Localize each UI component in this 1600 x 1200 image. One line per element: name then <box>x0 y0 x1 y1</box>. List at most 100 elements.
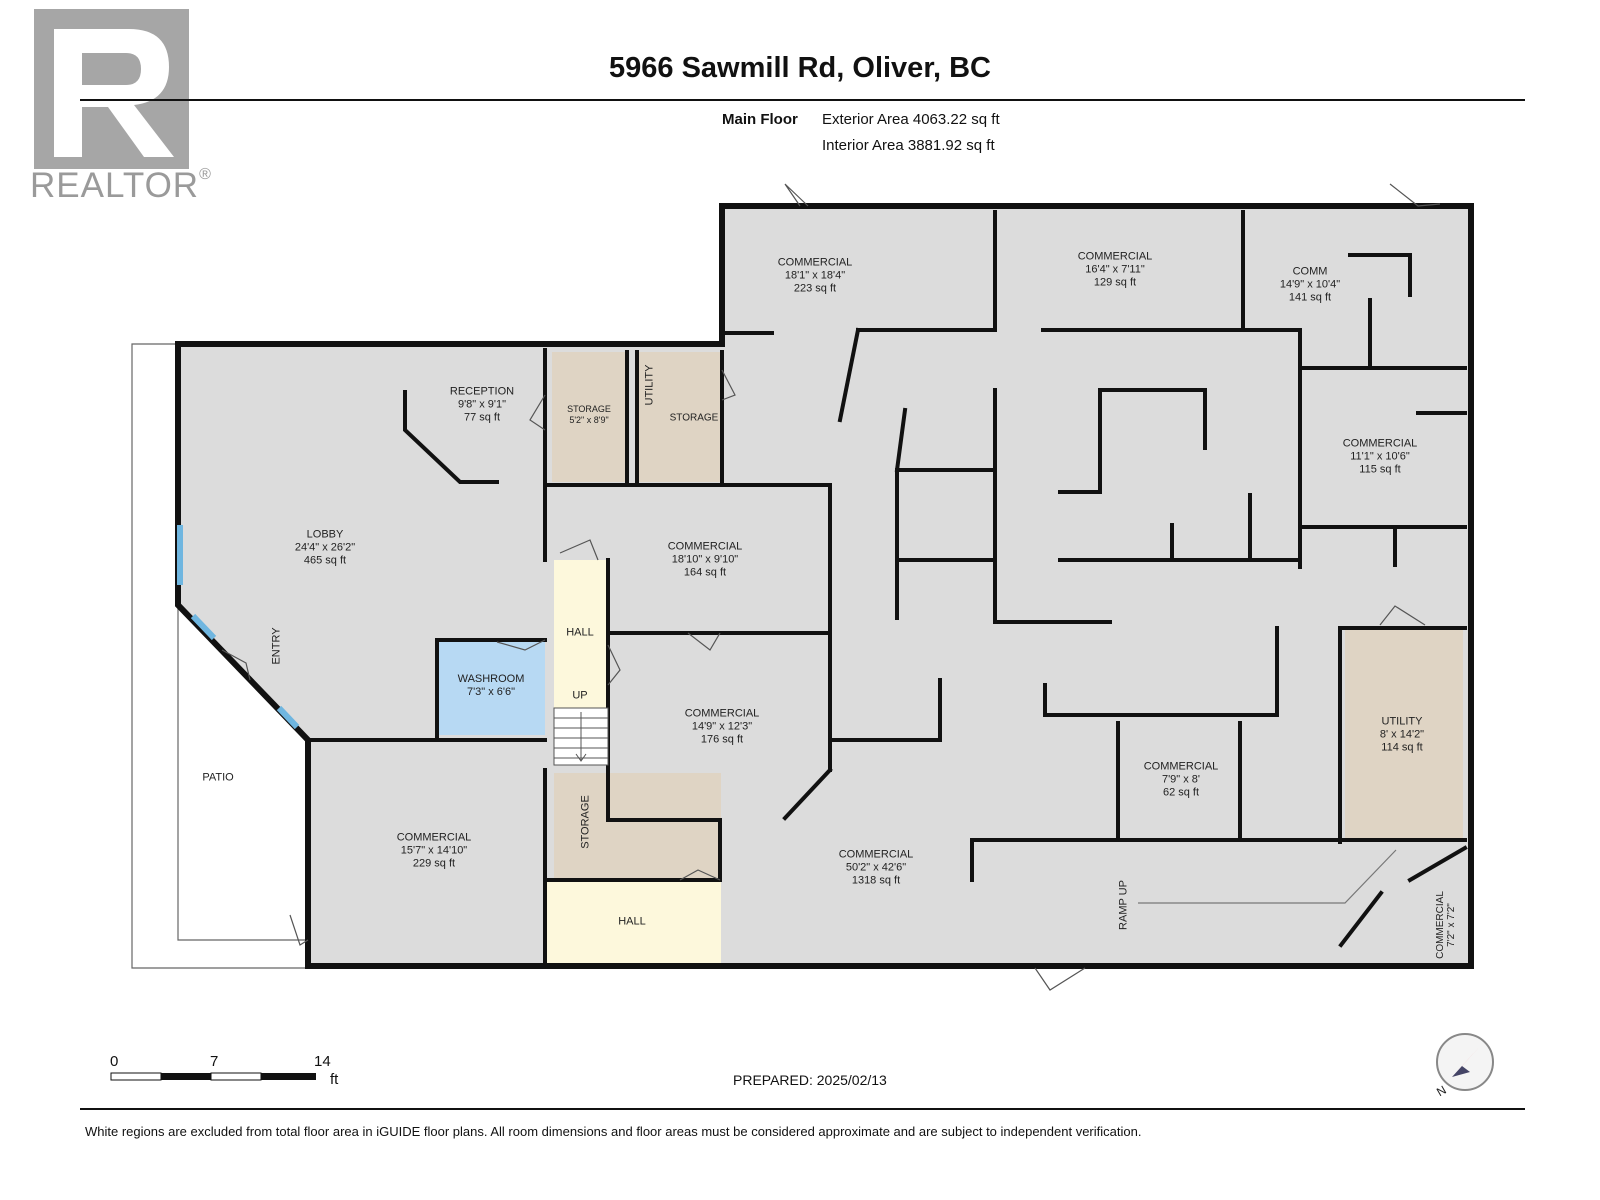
room-name: WASHROOM <box>457 673 525 685</box>
room-name: PATIO <box>202 771 234 784</box>
page-title: 5966 Sawmill Rd, Oliver, BC <box>609 52 991 84</box>
room-dims: 7'3" x 6'6" <box>466 686 516 698</box>
room-area: 229 sq ft <box>412 857 456 870</box>
scale-tick-7: 7 <box>210 1053 219 1070</box>
room-name: ENTRY <box>270 627 283 665</box>
room-label: RAMP UP <box>1118 880 1131 930</box>
room-name: COMMERCIAL <box>1342 437 1418 450</box>
room-dims: 50'2" x 42'6" <box>845 861 907 874</box>
scale-unit: ft <box>330 1071 339 1088</box>
registered-mark: ® <box>199 166 212 183</box>
room-label: HALL <box>566 627 594 640</box>
utility-room <box>1345 630 1463 840</box>
room-name: COMMERCIAL <box>684 707 760 720</box>
stairs-icon <box>553 707 609 766</box>
room-dims: 14'9" x 10'4" <box>1279 278 1341 291</box>
room-area: 115 sq ft <box>1359 463 1401 476</box>
room-name: STORAGE <box>669 412 719 424</box>
room-dims: 9'8" x 9'1" <box>457 398 507 411</box>
room-name: LOBBY <box>306 528 344 541</box>
scale-tick-14: 14 <box>314 1053 331 1070</box>
room-name: UTILITY <box>643 364 656 406</box>
room-label: PATIO <box>202 772 233 785</box>
storage-room-2 <box>554 773 721 878</box>
room-area: 141 sq ft <box>1288 291 1332 304</box>
realtor-wordmark: REALTOR® <box>30 166 212 206</box>
room-name: HALL <box>618 915 646 928</box>
brand-name: REALTOR <box>30 166 200 205</box>
room-name: UP <box>572 689 588 702</box>
exterior-area: Exterior Area 4063.22 sq ft <box>822 111 1000 128</box>
windows <box>177 525 300 730</box>
scale-tick-0: 0 <box>110 1053 119 1070</box>
room-dims: 16'4" x 7'11" <box>1085 263 1145 276</box>
interior-walls <box>306 210 1468 968</box>
room-dims: 8' x 14'2" <box>1379 728 1425 741</box>
room-label: ENTRY <box>271 627 284 664</box>
room-name: RECEPTION <box>449 385 515 398</box>
title-rule <box>80 99 1525 101</box>
room-dims: 14'9" x 12'3" <box>691 720 753 733</box>
storage-room-1 <box>552 352 627 482</box>
room-area: 465 sq ft <box>303 554 347 567</box>
room-label: STORAGE <box>670 412 719 425</box>
room-name: COMMERCIAL <box>838 848 914 861</box>
room-area: 223 sq ft <box>793 282 837 295</box>
room-name: UTILITY <box>1381 715 1423 728</box>
room-label: UP <box>572 690 587 703</box>
room-area: 1318 sq ft <box>851 874 901 887</box>
realtor-logo <box>34 9 189 169</box>
room-name: STORAGE <box>567 404 611 414</box>
ramp-arrow <box>1138 849 1397 904</box>
room-label: HALL <box>618 916 646 929</box>
room-dims: 15'7" x 14'10" <box>400 844 468 857</box>
room-name: HALL <box>566 626 594 639</box>
room-name: COMM <box>1292 265 1328 278</box>
room-name: COMMERCIAL <box>777 256 853 269</box>
room-dims: 7'9" x 8' <box>1161 773 1201 786</box>
door-swings <box>221 183 1441 991</box>
room-area: 129 sq ft <box>1093 276 1137 289</box>
room-dims: 5'2" x 8'9" <box>569 415 609 425</box>
compass-icon <box>1436 1033 1494 1091</box>
room-dims: 24'4" x 26'2" <box>294 541 356 554</box>
room-label: STORAGE <box>580 795 593 849</box>
exterior-walls <box>175 203 1474 969</box>
interior-area: Interior Area 3881.92 sq ft <box>822 137 995 154</box>
room-area: 164 sq ft <box>683 566 727 579</box>
room-dims: 11'1" x 10'6" <box>1350 450 1410 463</box>
scale-bar <box>110 1072 316 1081</box>
floor-fill <box>178 206 1471 967</box>
room-area: 114 sq ft <box>1381 741 1423 754</box>
room-name: COMMERCIAL <box>1435 891 1446 959</box>
room-area: 77 sq ft <box>463 411 501 424</box>
hall-room-2 <box>545 878 721 966</box>
room-name: COMMERCIAL <box>667 540 743 553</box>
room-name: COMMERCIAL <box>1143 760 1219 773</box>
room-dims: 18'1" x 18'4" <box>784 269 846 282</box>
utility-storage-room <box>637 352 723 482</box>
room-name: RAMP UP <box>1117 880 1130 930</box>
footer-disclaimer: White regions are excluded from total fl… <box>85 1124 1142 1139</box>
room-dims: 18'10" x 9'10" <box>671 553 739 566</box>
room-name: COMMERCIAL <box>396 831 472 844</box>
room-name: COMMERCIAL <box>1077 250 1153 263</box>
room-area: 176 sq ft <box>700 733 744 746</box>
room-name: STORAGE <box>579 795 592 849</box>
room-area: 62 sq ft <box>1162 786 1200 799</box>
room-label: UTILITY <box>644 365 657 406</box>
